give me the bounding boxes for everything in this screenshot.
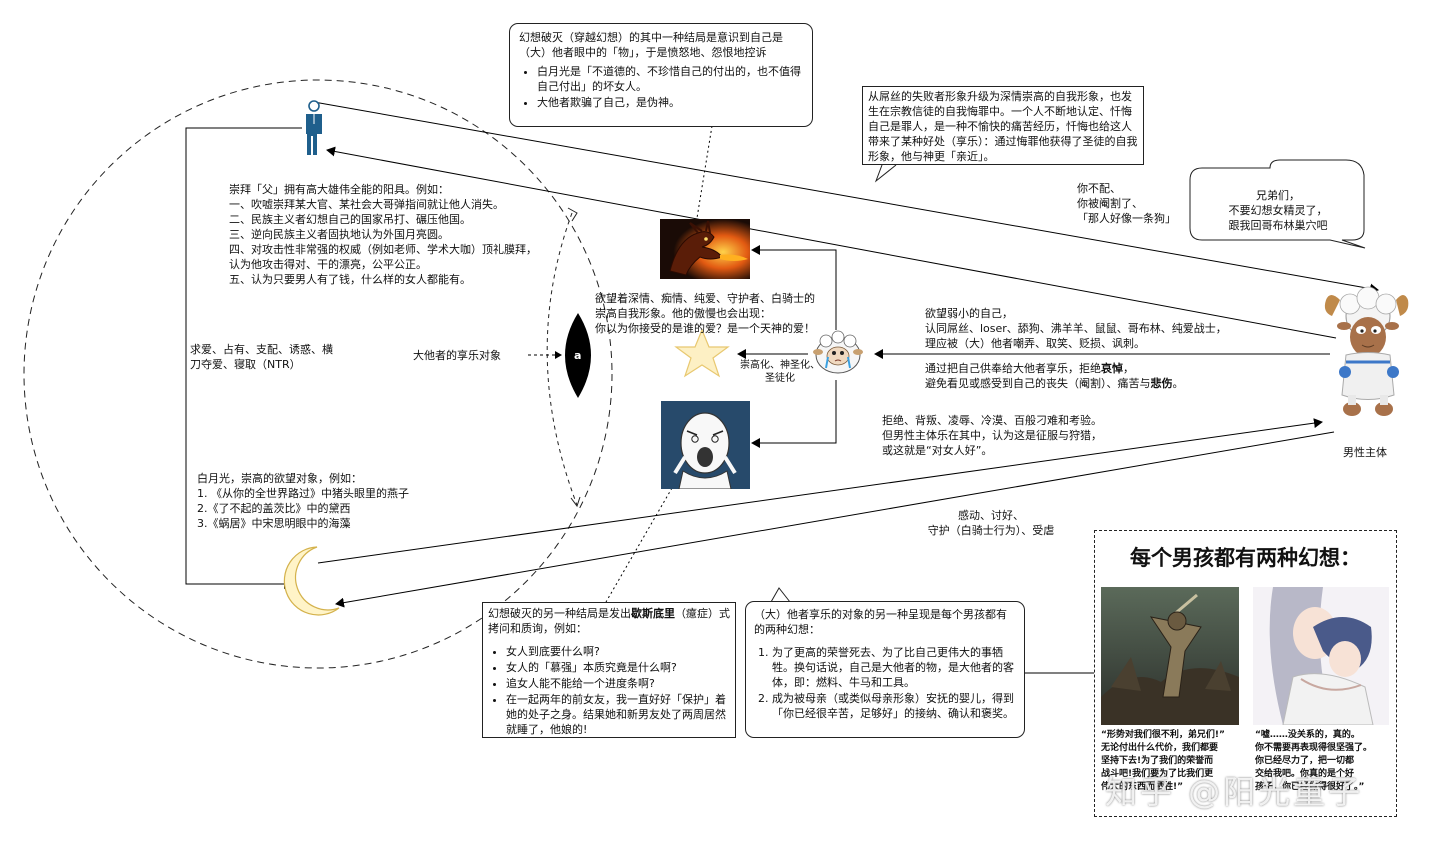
two-fantasies-list: 为了更高的荣誉死去、为了比自己更伟大的事牺牲。换句话说，自己是大他者的物，是大他… [754,645,1016,721]
two-fantasies-poster: 每个男孩都有两种幻想： “形势对我们很不利 [1094,530,1397,817]
lazy-sheep-character [1324,286,1409,416]
hysteria-list: 女人到底要什么啊? 女人的「慕强」本质究竟是什么啊? 追女人能不能给一个进度条啊… [488,644,730,737]
mother-caption: “嘘……没关系的，真的。 你不需要再表现得很坚强了。 你已经尽力了，把一切都 交… [1255,730,1373,792]
upgrade-text: 从屌丝的失败者形象升级为深情崇高的自我形象，也发生在宗教信徒的自我悔罪中。一个人… [868,90,1138,163]
list-item: 在一起两年的前女友，我一直好好「保护」着她的处子之身。结果她和新男友处了两周居然… [506,692,730,737]
list-item: 白月光是「不道德的、不珍惜自己的付出的，也不值得自己付出」的坏女人。 [537,64,803,94]
objet-a-label: a [574,349,582,362]
touch-text: 感动、讨好、 守护（白骑士行为）、受虐 [927,509,1055,537]
top-box-connector [696,125,713,219]
list-item: 成为被母亲（或类似母亲形象）安抚的婴儿，得到「你已经很辛苦，足够好」的接纳、确认… [772,691,1016,721]
father-worship-text: 崇拜「父」拥有高大雄伟全能的阳具。例如： 一、吹嘘崇拜某大官、某社会大哥弹指间就… [229,183,537,286]
two-fantasies-intro: （大）他者享乐的对象的另一种呈现是每个男孩都有的两种幻想： [754,608,1007,636]
male-to-father-line [313,101,1379,294]
disillusion-list: 白月光是「不道德的、不珍惜自己的付出的，也不值得自己付出」的坏女人。 大他者欺骗… [519,64,803,110]
hysteria-connector [605,487,673,603]
crying-sheep-icon [813,330,863,374]
seek-love-text: 求爱、占有、支配、诱惑、横 刀夺爱、寝取（NTR） [190,343,333,371]
rejection-text: 拒绝、背叛、凌辱、冷漠、百般刁难和考验。 但男性主体乐在其中，认为这是征服与狩猎… [882,414,1102,457]
list-item: 女人到底要什么啊? [506,644,730,659]
speech-bubble-text: 兄弟们， 不要幻想女精灵了， 跟我回哥布林巢穴吧 [1228,189,1328,232]
disillusion-intro: 幻想破灭（穿越幻想）的其中一种结局是意识到自己是（大）他者眼中的「物」，于是愤怒… [519,31,783,59]
seek-loop-arrow [185,127,302,589]
hysteria-box: 幻想破灭的另一种结局是发出歇斯底里（癔症）式拷问和质询，例如： 女人到底要什么啊… [482,602,736,738]
hysteria-intro-prefix: 幻想破灭的另一种结局是发出 [488,607,631,620]
weak-self-text: 欲望弱小的自己， 认同屌丝、loser、舔狗、沸羊羊、鼠鼠、哥布林、纯爱战士， … [925,307,1227,350]
list-item: 大他者欺骗了自己，是伪神。 [537,95,803,110]
sheep-to-dragon-arrow [751,245,837,330]
mother-embrace-image [1253,587,1389,725]
warrior-image [1101,587,1239,725]
disillusion-box: 幻想破灭（穿越幻想）的其中一种结局是意识到自己是（大）他者眼中的「物」，于是愤怒… [509,23,813,127]
desire-sublime-text: 欲望着深情、痴情、纯爱、守护者、白骑士的 崇高自我形象。他的傲慢也会出现： 你以… [595,292,815,335]
male-subject-label: 男性主体 [1343,446,1387,459]
hysteria-intro-suffix: （癔症）式拷问和质询，例如： [488,607,730,635]
crescent-moon-icon [283,546,340,616]
sheep-to-meme-arrow [751,380,837,448]
objet-petit-a-shape [565,313,591,398]
moon-object-text: 白月光，崇高的欲望对象，例如： 1. 《从你的全世界路过》中猪头眼里的燕子 2.… [197,472,409,530]
sorrow-bold: 悲伤 [1150,377,1173,390]
dragon-image [660,219,750,279]
mourning-middle: ， 避免看见或感受到自己的丧失（阉割）、痛苦与 [925,362,1151,390]
speech-bubble-shape [1189,159,1366,249]
male-to-father-arrow [326,146,1337,339]
list-item: 女人的「慕强」本质究竟是什么啊? [506,660,730,675]
upgrade-box: 从屌丝的失败者形象升级为深情崇高的自我形象，也发生在宗教信徒的自我悔罪中。一个人… [862,86,1144,165]
two-fantasies-box: （大）他者享乐的对象的另一种呈现是每个男孩都有的两种幻想： 为了更高的荣誉死去、… [745,601,1025,738]
star-icon [674,328,730,378]
poster-title: 每个男孩都有两种幻想： [1130,546,1361,570]
watermark: 知乎 @阳光童子 [1105,773,1364,811]
list-item: 追女人能不能给一个进度条啊? [506,676,730,691]
mourning-text: 通过把自己供奉给大他者享乐，拒绝哀悼， 避免看见或感受到自己的丧失（阉割）、痛苦… [925,361,1184,391]
hysteria-intro: 幻想破灭的另一种结局是发出歇斯底里（癔症）式拷问和质询，例如： [488,606,730,636]
unworthy-text: 你不配、 你被阉割了、 「那人好像一条狗」 [1077,182,1176,225]
moon-to-male-arrow [317,418,1323,564]
man-figure-icon [306,100,322,155]
fantasy-boundary-circle [23,79,613,669]
sublimate-label: 崇高化、神圣化、 圣徒化 [740,360,820,384]
mourning-prefix: 通过把自己供奉给大他者享乐，拒绝 [925,362,1101,375]
big-other-label: 大他者的享乐对象 [413,349,501,362]
warrior-caption: “形势对我们很不利，弟兄们!” 无论付出什么代价，我们都要 坚持下去!为了我们的… [1101,730,1225,792]
mourning-bold: 哀悼 [1101,362,1123,375]
mourning-suffix: 。 [1172,377,1184,390]
fantasy-screen-arc [546,212,578,506]
hysteria-bold: 歇斯底里 [631,607,675,620]
list-item: 为了更高的荣誉死去、为了比自己更伟大的事牺牲。换句话说，自己是大他者的物，是大他… [772,645,1016,690]
y-u-no-meme-image [661,401,750,489]
male-to-moon-arrow [335,431,1335,608]
